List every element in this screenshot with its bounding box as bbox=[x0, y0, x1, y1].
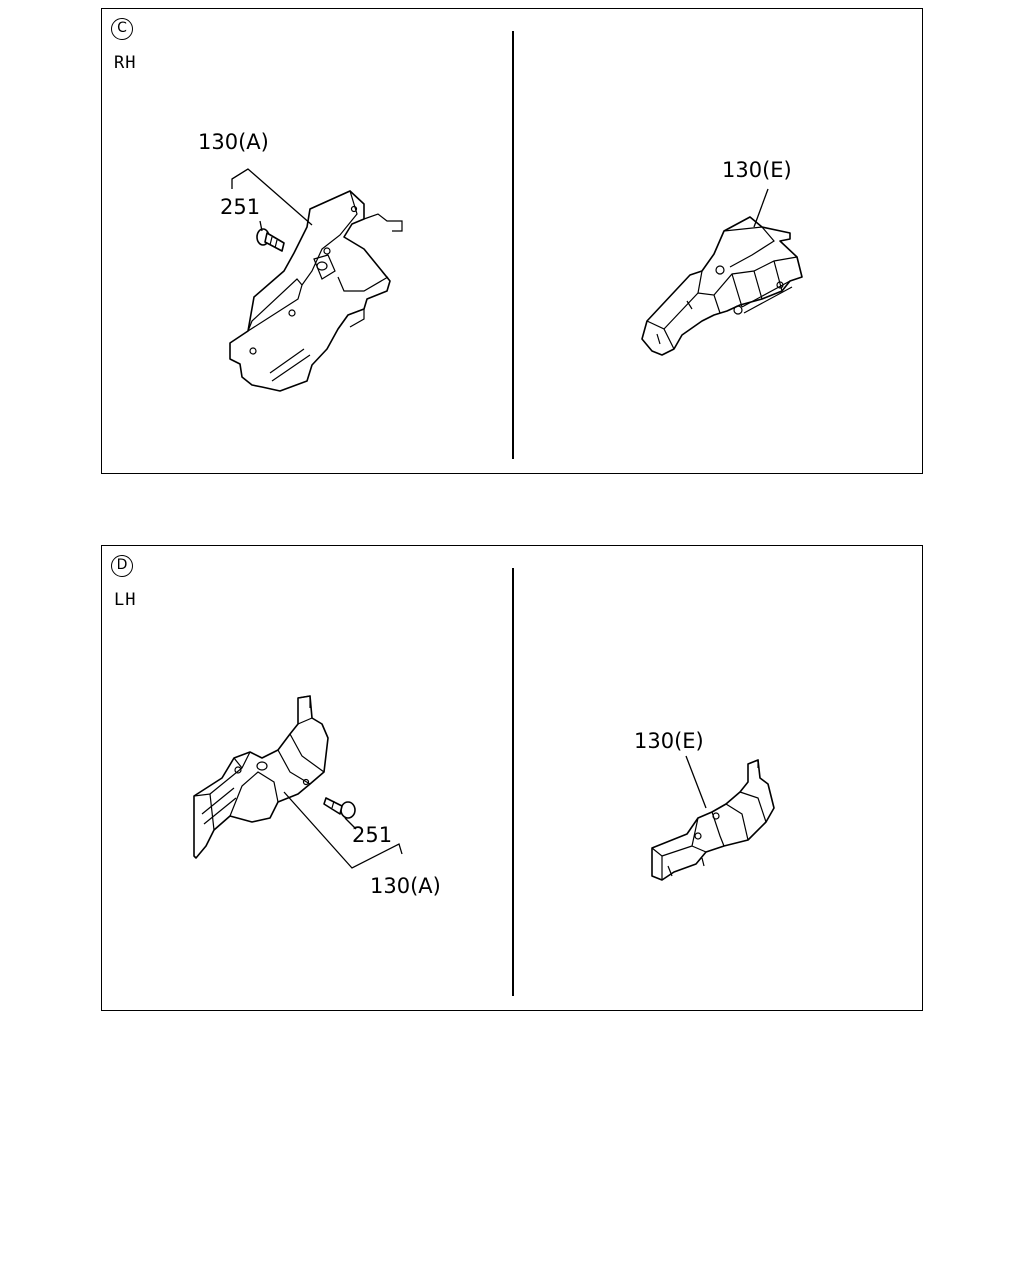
bolt-251-rh-illustration bbox=[256, 228, 285, 252]
callout-130e-lh: 130(E) bbox=[634, 729, 704, 753]
panel-divider bbox=[512, 568, 514, 996]
bolt-251-lh-illustration bbox=[323, 797, 356, 819]
leader-130e-lh bbox=[685, 755, 707, 809]
leader-251-rh bbox=[259, 220, 263, 232]
callout-130a-rh: 130(A) bbox=[198, 130, 269, 154]
leader-251-lh bbox=[344, 817, 357, 830]
leader-130e-rh bbox=[753, 188, 769, 228]
panel-divider bbox=[512, 31, 514, 459]
section-d-marker: D bbox=[111, 555, 133, 577]
panel-c-drawing: 130(A) 251 130(E) bbox=[198, 130, 803, 392]
callout-251-lh: 251 bbox=[352, 823, 392, 847]
section-c-marker: C bbox=[111, 18, 133, 40]
panel-d-lh: D LH 251 130(A) bbox=[101, 545, 923, 1011]
assembly-130e-rh-illustration bbox=[641, 216, 803, 356]
bracket-130a-rh-illustration bbox=[229, 190, 403, 392]
callout-130a-lh: 130(A) bbox=[370, 874, 441, 898]
side-label-lh: LH bbox=[114, 590, 137, 610]
panel-d-drawing: 251 130(A) 130(E) bbox=[193, 695, 775, 898]
leader-130a-lh bbox=[283, 791, 403, 869]
callout-130e-rh: 130(E) bbox=[722, 158, 792, 182]
callout-251-rh: 251 bbox=[220, 195, 260, 219]
panel-c-rh: C RH 130(A) 251 bbox=[101, 8, 923, 474]
side-label-rh: RH bbox=[114, 53, 137, 73]
bracket-130a-lh-illustration bbox=[193, 695, 329, 859]
assembly-130e-lh-illustration bbox=[651, 759, 775, 881]
